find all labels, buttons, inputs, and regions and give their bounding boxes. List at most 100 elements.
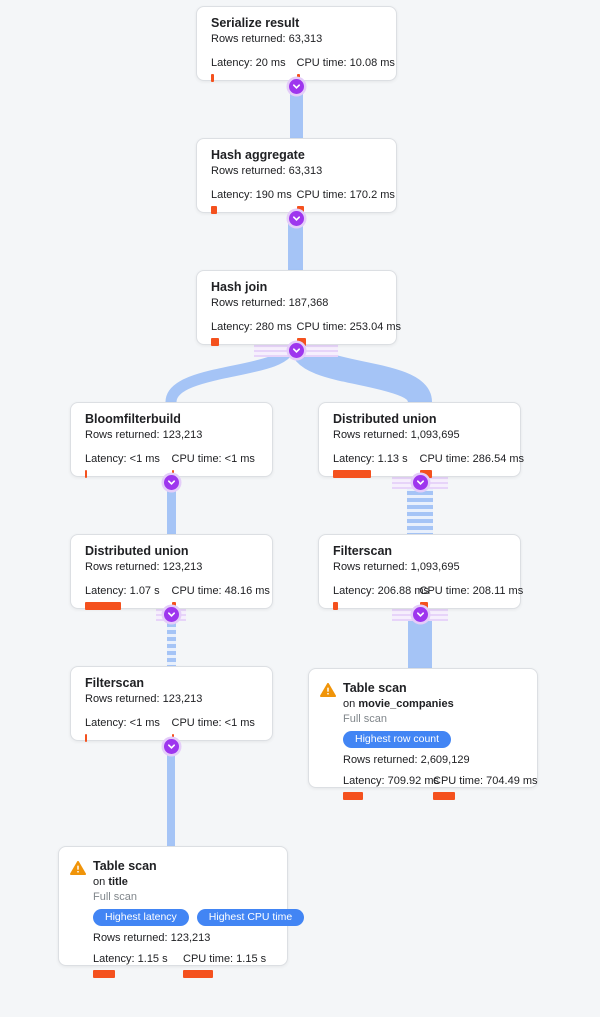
chevron-down-icon (416, 612, 425, 617)
edge-serialize-to-hash-aggregate (290, 81, 303, 138)
rows-returned: Rows returned: 123,213 (93, 931, 211, 944)
latency-bar (85, 469, 87, 478)
cpu-time-label: CPU time: 286.54 ms (419, 453, 525, 466)
latency-bar (333, 469, 371, 478)
plan-node-hash-aggregate[interactable]: Hash aggregate Rows returned: 63,313 Lat… (196, 138, 397, 214)
highest-latency-badge: Highest latency (93, 908, 189, 926)
plan-node-table-scan-title[interactable]: Table scan on title Full scan Highest la… (58, 846, 305, 978)
cpu-time-bar (171, 601, 176, 610)
node-metrics: Latency: 190 ms CPU time: 170.2 ms (211, 189, 395, 214)
collapse-node-button[interactable] (164, 739, 179, 754)
latency-label: Latency: 190 ms (211, 189, 292, 202)
latency-bar (211, 73, 214, 82)
plan-node-filterscan-right[interactable]: Filterscan Rows returned: 1,093,695 Late… (318, 534, 523, 610)
latency-label: Latency: 1.13 s (333, 453, 408, 466)
rows-returned: Rows returned: 63,313 (211, 165, 323, 178)
plan-node-hash-join[interactable]: Hash join Rows returned: 187,368 Latency… (196, 270, 401, 346)
cpu-time-bar (419, 469, 432, 478)
badge-row: Highest latency Highest CPU time (93, 908, 305, 926)
node-metrics: Latency: 280 ms CPU time: 253.04 ms (211, 321, 401, 346)
cpu-time-bar (433, 792, 455, 800)
cpu-time-label: CPU time: 48.16 ms (171, 585, 270, 598)
chevron-down-icon (167, 480, 176, 485)
warning-icon (70, 861, 86, 880)
node-metrics: Latency: 206.88 ms CPU time: 208.11 ms (333, 585, 523, 610)
plan-node-distributed-union-right[interactable]: Distributed union Rows returned: 1,093,6… (318, 402, 525, 478)
scan-type: Full scan (343, 713, 388, 726)
collapse-node-button[interactable] (289, 343, 304, 358)
rows-returned: Rows returned: 1,093,695 (333, 561, 460, 574)
latency-bar (343, 792, 363, 800)
latency-label: Latency: 20 ms (211, 57, 286, 70)
node-metrics: Latency: 1.13 s CPU time: 286.54 ms (333, 453, 525, 478)
chevron-down-icon (292, 348, 301, 353)
collapse-node-button[interactable] (413, 607, 428, 622)
cpu-time-label: CPU time: 10.08 ms (296, 57, 395, 70)
scan-target: on title (93, 876, 128, 889)
highest-row-count-badge: Highest row count (343, 730, 452, 748)
plan-node-bloomfilterbuild[interactable]: Bloomfilterbuild Rows returned: 123,213 … (70, 402, 273, 478)
collapse-node-button[interactable] (164, 607, 179, 622)
cpu-time-bar (419, 601, 428, 610)
rows-returned: Rows returned: 123,213 (85, 693, 203, 706)
collapse-node-button[interactable] (413, 475, 428, 490)
node-title: Table scan (343, 681, 407, 695)
badge-row: Highest row count (343, 730, 523, 748)
latency-label: Latency: 709.92 ms (343, 775, 440, 788)
rows-returned: Rows returned: 123,213 (85, 429, 203, 442)
chevron-down-icon (416, 480, 425, 485)
cpu-time-bar (296, 205, 304, 214)
latency-bar (211, 337, 219, 346)
plan-node-serialize-result[interactable]: Serialize result Rows returned: 63,313 L… (196, 6, 397, 82)
edge-hash-aggregate-to-hash-join (288, 213, 303, 270)
cpu-time-bar (171, 469, 174, 478)
rows-returned: Rows returned: 187,368 (211, 297, 329, 310)
latency-bar (85, 733, 87, 742)
node-title: Bloomfilterbuild (85, 412, 181, 426)
node-metrics: Latency: 1.15 s CPU time: 1.15 s (93, 953, 273, 978)
edge-distributed-union-to-filterscan-left (167, 609, 176, 666)
latency-label: Latency: 1.15 s (93, 953, 168, 966)
scan-target: on movie_companies (343, 698, 454, 711)
node-title: Filterscan (85, 676, 145, 690)
latency-bar (85, 601, 121, 610)
cpu-time-label: CPU time: 704.49 ms (433, 775, 538, 788)
node-metrics: Latency: <1 ms CPU time: <1 ms (85, 717, 258, 742)
rows-returned: Rows returned: 2,609,129 (343, 753, 470, 766)
collapse-node-button[interactable] (289, 79, 304, 94)
node-title: Distributed union (333, 412, 437, 426)
chevron-down-icon (167, 744, 176, 749)
cpu-time-label: CPU time: <1 ms (171, 717, 255, 730)
latency-bar (211, 205, 217, 214)
node-title: Hash join (211, 280, 268, 294)
latency-label: Latency: <1 ms (85, 717, 160, 730)
rows-returned: Rows returned: 63,313 (211, 33, 323, 46)
cpu-time-label: CPU time: 1.15 s (183, 953, 267, 966)
latency-bar (93, 970, 115, 978)
node-title: Table scan (93, 859, 157, 873)
node-title: Distributed union (85, 544, 189, 558)
table-name: movie_companies (358, 698, 454, 711)
warning-icon (320, 683, 336, 702)
plan-node-filterscan-left[interactable]: Filterscan Rows returned: 123,213 Latenc… (70, 666, 273, 742)
plan-node-distributed-union-left[interactable]: Distributed union Rows returned: 123,213… (70, 534, 273, 610)
scan-type: Full scan (93, 891, 138, 904)
edge-filterscan-to-table-scan-left (167, 741, 175, 846)
node-title: Serialize result (211, 16, 300, 30)
chevron-down-icon (292, 84, 301, 89)
chevron-down-icon (167, 612, 176, 617)
collapse-node-button[interactable] (164, 475, 179, 490)
latency-label: Latency: <1 ms (85, 453, 160, 466)
cpu-time-bar (296, 73, 300, 82)
cpu-time-bar (296, 337, 306, 346)
node-title: Filterscan (333, 544, 393, 558)
latency-label: Latency: 1.07 s (85, 585, 160, 598)
collapse-node-button[interactable] (289, 211, 304, 226)
cpu-time-bar (183, 970, 213, 978)
chevron-down-icon (292, 216, 301, 221)
cpu-time-bar (171, 733, 174, 742)
node-metrics: Latency: 20 ms CPU time: 10.08 ms (211, 57, 395, 82)
plan-node-table-scan-movie-companies[interactable]: Table scan on movie_companies Full scan … (308, 668, 538, 800)
highest-cpu-time-badge: Highest CPU time (196, 908, 305, 926)
